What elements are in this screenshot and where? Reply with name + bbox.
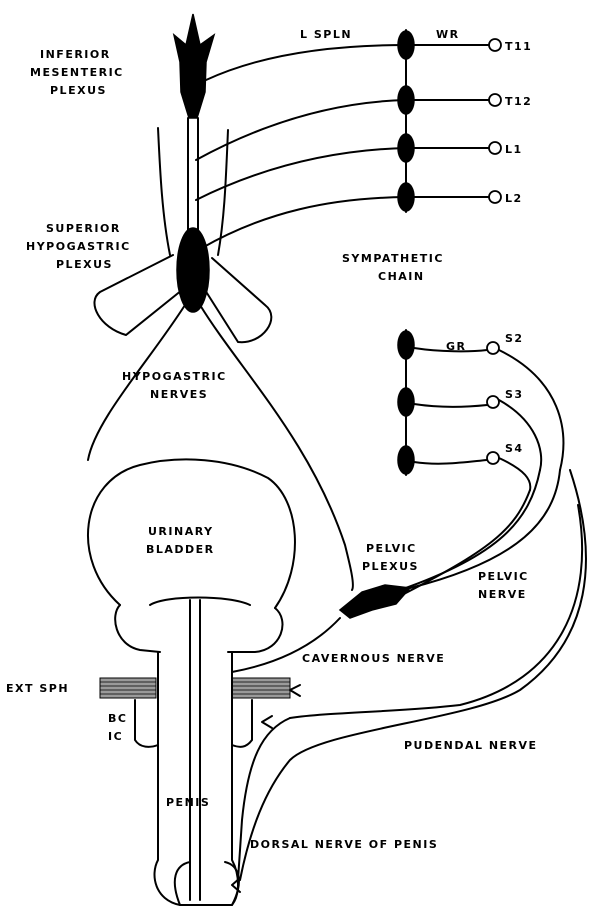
sacral-nerve-s3-branch [499,400,541,470]
ext-sph-band-left [100,678,156,698]
sacral-nerve-s4-branch [499,458,530,490]
nerve-ending-1 [290,685,300,696]
spinal-nerve-t12-circle [489,94,501,106]
ganglion-l2 [398,183,414,211]
label-l-spln: L SPLN [300,28,352,41]
spinal-nerve-t11-circle [489,39,501,51]
aortic-wall-left [158,128,170,255]
superior-hypogastric-plexus-shape [177,228,209,312]
label-superior-hypogastric-1: SUPERIOR [46,222,121,235]
label-sympathetic-chain-1: SYMPATHETIC [342,252,444,265]
label-ext-sph: EXT SPH [6,682,69,695]
nerve-ending-2 [262,716,272,728]
label-bc: BC [108,712,127,725]
inferior-mesenteric-plexus-shape [174,14,214,118]
l-spln-nerve-t11 [206,45,406,80]
ganglion-s3 [398,388,414,416]
right-iliac-vessel [205,258,271,342]
label-s2: S2 [505,332,524,345]
ganglion-s4 [398,446,414,474]
label-s4: S4 [505,442,524,455]
gray-ramus-s3 [414,404,487,407]
label-gr: GR [446,340,467,353]
ganglion-t12 [398,86,414,114]
label-wr: WR [436,28,460,41]
ganglion-t11 [398,31,414,59]
label-pelvic-plexus-2: PLEXUS [362,560,419,573]
label-urinary-bladder-2: BLADDER [146,543,215,556]
label-cavernous-nerve: CAVERNOUS NERVE [302,652,445,665]
ganglion-l1 [398,134,414,162]
label-l1: L1 [505,143,523,156]
penis-shaft-outline [154,652,238,905]
sacral-nerve-s4-circle [487,452,499,464]
spinal-nerve-l2-circle [489,191,501,203]
ext-sph-band-right [232,678,290,698]
label-s3: S3 [505,388,524,401]
label-superior-hypogastric-2: HYPOGASTRIC [26,240,131,253]
label-t12: T12 [505,95,532,108]
ganglion-s2 [398,331,414,359]
label-pelvic-nerve-2: NERVE [478,588,527,601]
prostate-outline [115,598,282,653]
label-pelvic-plexus-1: PELVIC [366,542,417,555]
label-superior-hypogastric-3: PLEXUS [56,258,113,271]
pudendal-nerve-curve-2 [290,505,582,718]
label-ic: IC [108,730,123,743]
label-inferior-mesenteric-2: MESENTERIC [30,66,124,79]
label-penis: PENIS [166,796,210,809]
label-hypogastric-nerves-2: NERVES [150,388,208,401]
bc-ic-muscle-right [232,700,252,747]
label-t11: T11 [505,40,532,53]
spln-nerve-l2 [202,197,406,248]
label-inferior-mesenteric-1: INFERIOR [40,48,111,61]
label-dorsal-nerve-of-penis: DORSAL NERVE OF PENIS [250,838,438,851]
label-urinary-bladder-1: URINARY [148,525,214,538]
label-hypogastric-nerves-1: HYPOGASTRIC [122,370,227,383]
label-inferior-mesenteric-3: PLEXUS [50,84,107,97]
glans-lines [175,862,239,905]
aortic-trunk [188,118,198,240]
gray-ramus-s4 [414,460,487,464]
spinal-nerve-l1-circle [489,142,501,154]
hypogastric-nerve-right [200,305,353,590]
label-pudendal-nerve: PUDENDAL NERVE [404,739,538,752]
label-sympathetic-chain-2: CHAIN [378,270,425,283]
urethra [190,600,200,900]
label-pelvic-nerve-1: PELVIC [478,570,529,583]
pudendal-nerve-curve [240,470,586,880]
bc-ic-muscle [135,700,158,747]
label-l2: L2 [505,192,523,205]
sacral-nerve-s2-circle [487,342,499,354]
sacral-nerve-s3-circle [487,396,499,408]
